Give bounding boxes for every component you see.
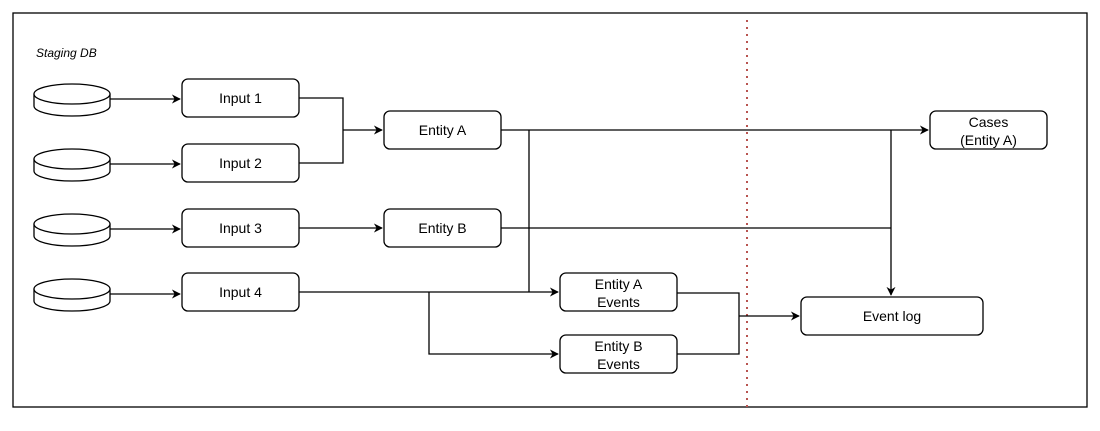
database-icon-1 — [33, 83, 111, 117]
entity-a-events-label-line1: Entity A — [595, 276, 643, 292]
edge-input2-entitya — [299, 130, 344, 164]
edge-input1-entitya — [299, 97, 344, 130]
entity-a-events-label-line2: Events — [597, 294, 640, 310]
entity-b-events-node: Entity B Events — [559, 334, 678, 374]
event-log-node: Event log — [800, 296, 984, 336]
staging-db-label: Staging DB — [36, 46, 97, 60]
input-node-1: Input 1 — [181, 78, 300, 118]
entity-b-node: Entity B — [383, 208, 502, 248]
entity-b-events-label-line2: Events — [597, 356, 640, 372]
database-icon-2 — [33, 148, 111, 182]
input-label-4: Input 4 — [219, 284, 262, 300]
edges — [110, 94, 929, 359]
input-node-2: Input 2 — [181, 143, 300, 183]
cases-label-line1: Cases — [969, 114, 1009, 130]
database-icon-3 — [33, 213, 111, 247]
cases-node: Cases (Entity A) — [929, 110, 1048, 150]
entity-b-label: Entity B — [418, 220, 466, 236]
cases-label-line2: (Entity A) — [960, 132, 1017, 148]
input-node-3: Input 3 — [181, 208, 300, 248]
entity-b-events-label-line1: Entity B — [594, 338, 642, 354]
database-icon-4 — [33, 278, 111, 312]
edge-input4-entitybevents — [428, 292, 559, 359]
input-label-1: Input 1 — [219, 90, 262, 106]
input-label-3: Input 3 — [219, 220, 262, 236]
input-label-2: Input 2 — [219, 155, 262, 171]
event-log-label: Event log — [863, 308, 921, 324]
entity-a-node: Entity A — [383, 110, 502, 150]
outer-frame — [12, 12, 1088, 408]
edge-events-merge — [677, 292, 740, 355]
input-node-4: Input 4 — [181, 272, 300, 312]
entity-a-events-node: Entity A Events — [559, 272, 678, 312]
entity-a-label: Entity A — [419, 122, 467, 138]
